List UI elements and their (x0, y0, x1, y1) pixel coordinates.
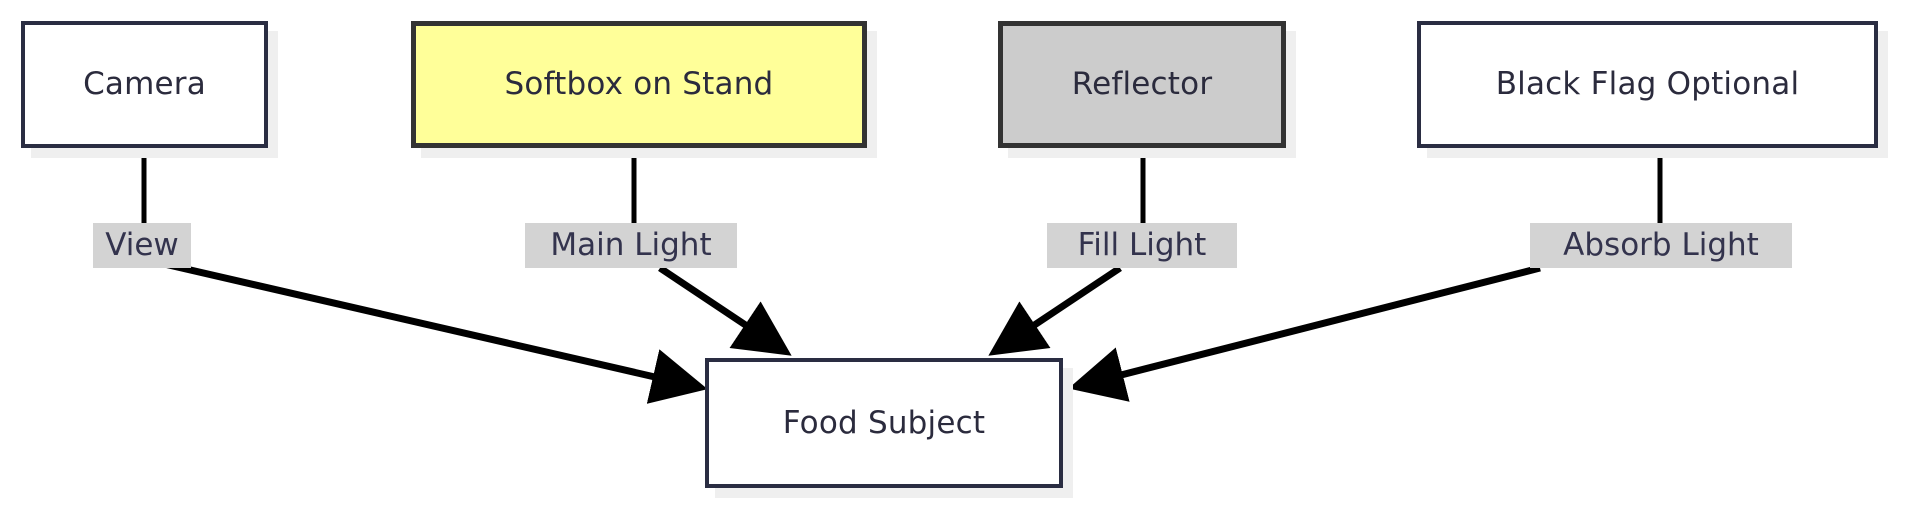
node-camera-label: Camera (83, 66, 206, 103)
edge-blackflag-to-subject (1068, 264, 1541, 402)
node-reflector-label: Reflector (1071, 66, 1213, 103)
node-food-subject-label: Food Subject (782, 404, 986, 441)
node-camera[interactable]: Camera (21, 21, 268, 148)
edge-label-fill-light: Fill Light (1047, 223, 1237, 268)
edge-softbox-to-subject (658, 265, 792, 356)
edge-label-fill-light-text: Fill Light (1077, 227, 1207, 263)
edge-label-absorb-light: Absorb Light (1530, 223, 1792, 268)
node-food-subject[interactable]: Food Subject (705, 358, 1063, 488)
edge-label-absorb-light-text: Absorb Light (1563, 227, 1759, 263)
edge-camera-to-subject (159, 259, 708, 404)
node-black-flag-optional-label: Black Flag Optional (1495, 66, 1800, 103)
node-reflector[interactable]: Reflector (998, 21, 1286, 148)
edge-label-main-light-text: Main Light (550, 227, 712, 263)
edge-label-view: View (93, 223, 191, 268)
edge-reflector-to-subject (988, 265, 1122, 356)
node-softbox-on-stand[interactable]: Softbox on Stand (411, 21, 867, 148)
edge-label-view-text: View (105, 227, 179, 263)
edge-label-main-light: Main Light (525, 223, 737, 268)
node-softbox-on-stand-label: Softbox on Stand (504, 66, 774, 103)
node-black-flag-optional[interactable]: Black Flag Optional (1417, 21, 1878, 148)
